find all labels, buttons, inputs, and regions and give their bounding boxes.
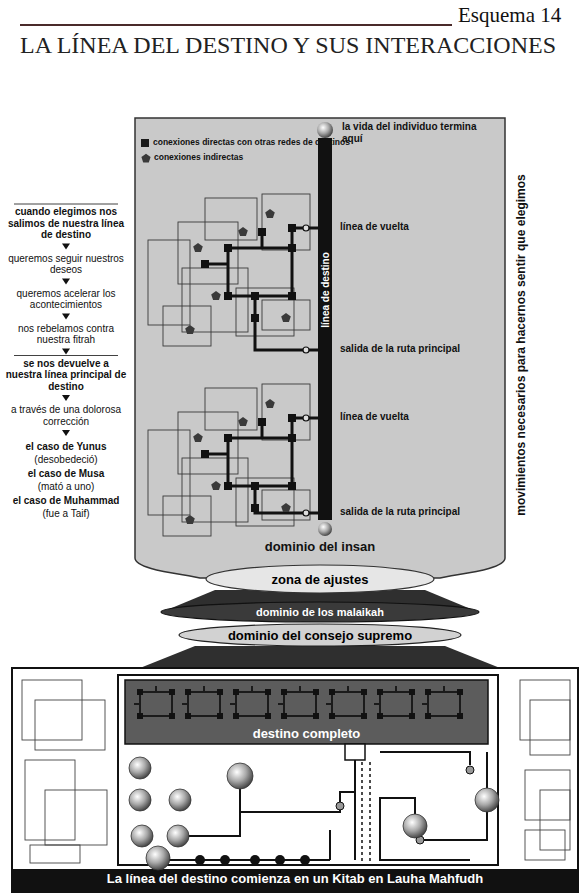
down-arrow — [62, 430, 70, 436]
domain-band: dominio del consejo supremo — [178, 623, 462, 647]
caption: La línea del destino comienza en un Kita… — [12, 872, 578, 887]
down-arrow — [62, 279, 70, 285]
side-note: (fue a Taif) — [4, 508, 128, 520]
kitab-frame — [12, 668, 578, 893]
node-label: dominio del consejo supremo — [228, 628, 412, 643]
side-note: queremos seguir nuestros deseos — [4, 253, 128, 276]
legend-text: conexiones indirectas — [154, 153, 243, 163]
side-note: (mató a uno) — [4, 481, 128, 493]
start-sphere — [318, 522, 332, 536]
side-note: el caso de Yunus — [4, 441, 128, 453]
side-note: el caso de Muhammad — [4, 495, 128, 507]
node-label: zona de ajustes — [272, 572, 369, 587]
note-rule — [14, 204, 118, 205]
side-note: queremos acelerar los acontecimientos — [4, 288, 128, 311]
header-rule — [20, 24, 452, 26]
note-rule — [14, 355, 118, 356]
legend-text: conexiones directas con otras redes de d… — [153, 138, 350, 148]
legend-row: conexiones indirectas — [141, 153, 243, 163]
down-arrow — [62, 314, 70, 320]
destiny-network — [148, 194, 318, 536]
diagram-label: movimientos necesarios para hacernos sen… — [515, 174, 529, 515]
down-arrow — [62, 395, 70, 401]
node-label: destino completo — [253, 726, 361, 741]
side-note: nos rebelamos contra nuestra fitrah — [4, 323, 128, 346]
diagram-label: salida de la ruta principal — [340, 343, 460, 355]
side-note: se nos devuelve a nuestra línea principa… — [4, 358, 128, 393]
diagram-label: dominio del insan — [265, 540, 376, 555]
legend-swatch — [141, 139, 149, 147]
scheme-number: Esquema 14 — [458, 3, 561, 27]
diagram-label: línea de vuelta — [340, 411, 409, 423]
domain-band: zona de ajustes — [205, 564, 435, 594]
node-label: dominio de los malaikah — [256, 606, 384, 618]
destiny-line: línea de destino — [318, 138, 332, 520]
diagram-label: la vida del individuo termina aquí — [342, 121, 477, 144]
side-note: a través de una dolorosa corrección — [4, 404, 128, 427]
legend-pentagon — [141, 153, 151, 163]
diagram-label: salida de la ruta principal — [340, 506, 460, 518]
down-arrow — [62, 349, 70, 355]
side-note: (desobedeció) — [4, 454, 128, 466]
line-label: línea de destino — [320, 252, 331, 328]
domain-band: dominio de los malaikah — [160, 601, 480, 623]
destiny-panel — [135, 118, 505, 578]
legend-row: conexiones directas con otras redes de d… — [141, 138, 350, 148]
end-sphere — [317, 122, 333, 138]
diagram-title: LA LÍNEA DEL DESTINO Y SUS INTERACCIONES — [20, 32, 556, 60]
diagram-label: línea de vuelta — [340, 221, 409, 233]
side-note: el caso de Musa — [4, 468, 128, 480]
down-arrow — [62, 244, 70, 250]
side-note: cuando elegimos nos salimos de nuestra l… — [4, 206, 128, 241]
funnel — [135, 646, 505, 670]
destiny-box: destino completo — [125, 680, 488, 744]
